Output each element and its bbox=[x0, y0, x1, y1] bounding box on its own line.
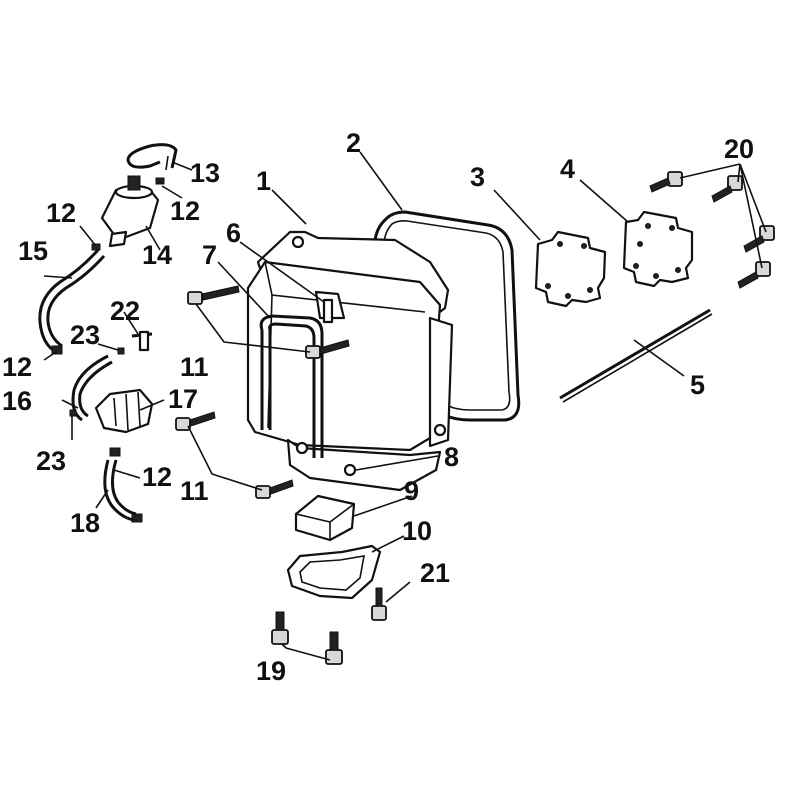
callout-12-top-right: 12 bbox=[170, 196, 200, 226]
hose-part-15 bbox=[38, 248, 106, 354]
gasket-part-10 bbox=[286, 544, 382, 600]
callout-13: 13 bbox=[190, 158, 220, 188]
callout-23-lower: 23 bbox=[36, 446, 66, 476]
callout-12-bottom: 12 bbox=[142, 462, 172, 492]
callout-14: 14 bbox=[142, 240, 172, 270]
callout-1: 1 bbox=[256, 166, 271, 196]
rod-part bbox=[559, 308, 713, 403]
cover-part-9 bbox=[294, 494, 356, 542]
pipe-part-22 bbox=[131, 330, 153, 352]
valve-part-17 bbox=[94, 388, 154, 434]
plate-part-3 bbox=[534, 230, 607, 308]
callout-9: 9 bbox=[404, 476, 419, 506]
bolts-part-11 bbox=[175, 285, 350, 499]
callout-23-upper: 23 bbox=[70, 320, 100, 350]
bolts-part-19 bbox=[271, 611, 343, 665]
callout-labels: 1 2 3 4 5 6 7 8 9 10 11 11 12 12 12 12 1… bbox=[2, 128, 754, 686]
callout-18: 18 bbox=[70, 508, 100, 538]
callout-16: 16 bbox=[2, 386, 32, 416]
callout-5: 5 bbox=[690, 370, 705, 400]
callout-20: 20 bbox=[724, 134, 754, 164]
callout-8: 8 bbox=[444, 442, 459, 472]
clamps-part-12 bbox=[51, 177, 165, 523]
bolts-part-20 bbox=[649, 171, 775, 289]
leader-lines bbox=[43, 151, 767, 661]
callout-15: 15 bbox=[18, 236, 48, 266]
callout-6: 6 bbox=[226, 218, 241, 248]
callout-12-middle: 12 bbox=[2, 352, 32, 382]
callout-17: 17 bbox=[168, 384, 198, 414]
callout-3: 3 bbox=[470, 162, 485, 192]
cylinder-head-cover-part bbox=[246, 230, 454, 492]
callout-11-upper: 11 bbox=[180, 352, 209, 382]
callout-21: 21 bbox=[420, 558, 450, 588]
clips-part-23 bbox=[69, 347, 125, 417]
callout-7: 7 bbox=[202, 240, 217, 270]
callout-11-lower: 11 bbox=[180, 476, 209, 506]
callout-10: 10 bbox=[402, 516, 432, 546]
callout-12-top-left: 12 bbox=[46, 198, 76, 228]
hose-part-13 bbox=[126, 143, 178, 171]
callout-4: 4 bbox=[560, 154, 575, 184]
plate-part-4 bbox=[622, 210, 694, 288]
callout-2: 2 bbox=[346, 128, 361, 158]
filter-part-14 bbox=[100, 175, 160, 248]
hose-part-18 bbox=[103, 459, 137, 522]
callout-19: 19 bbox=[256, 656, 286, 686]
bolt-part-21 bbox=[371, 587, 387, 621]
callout-22: 22 bbox=[110, 296, 140, 326]
